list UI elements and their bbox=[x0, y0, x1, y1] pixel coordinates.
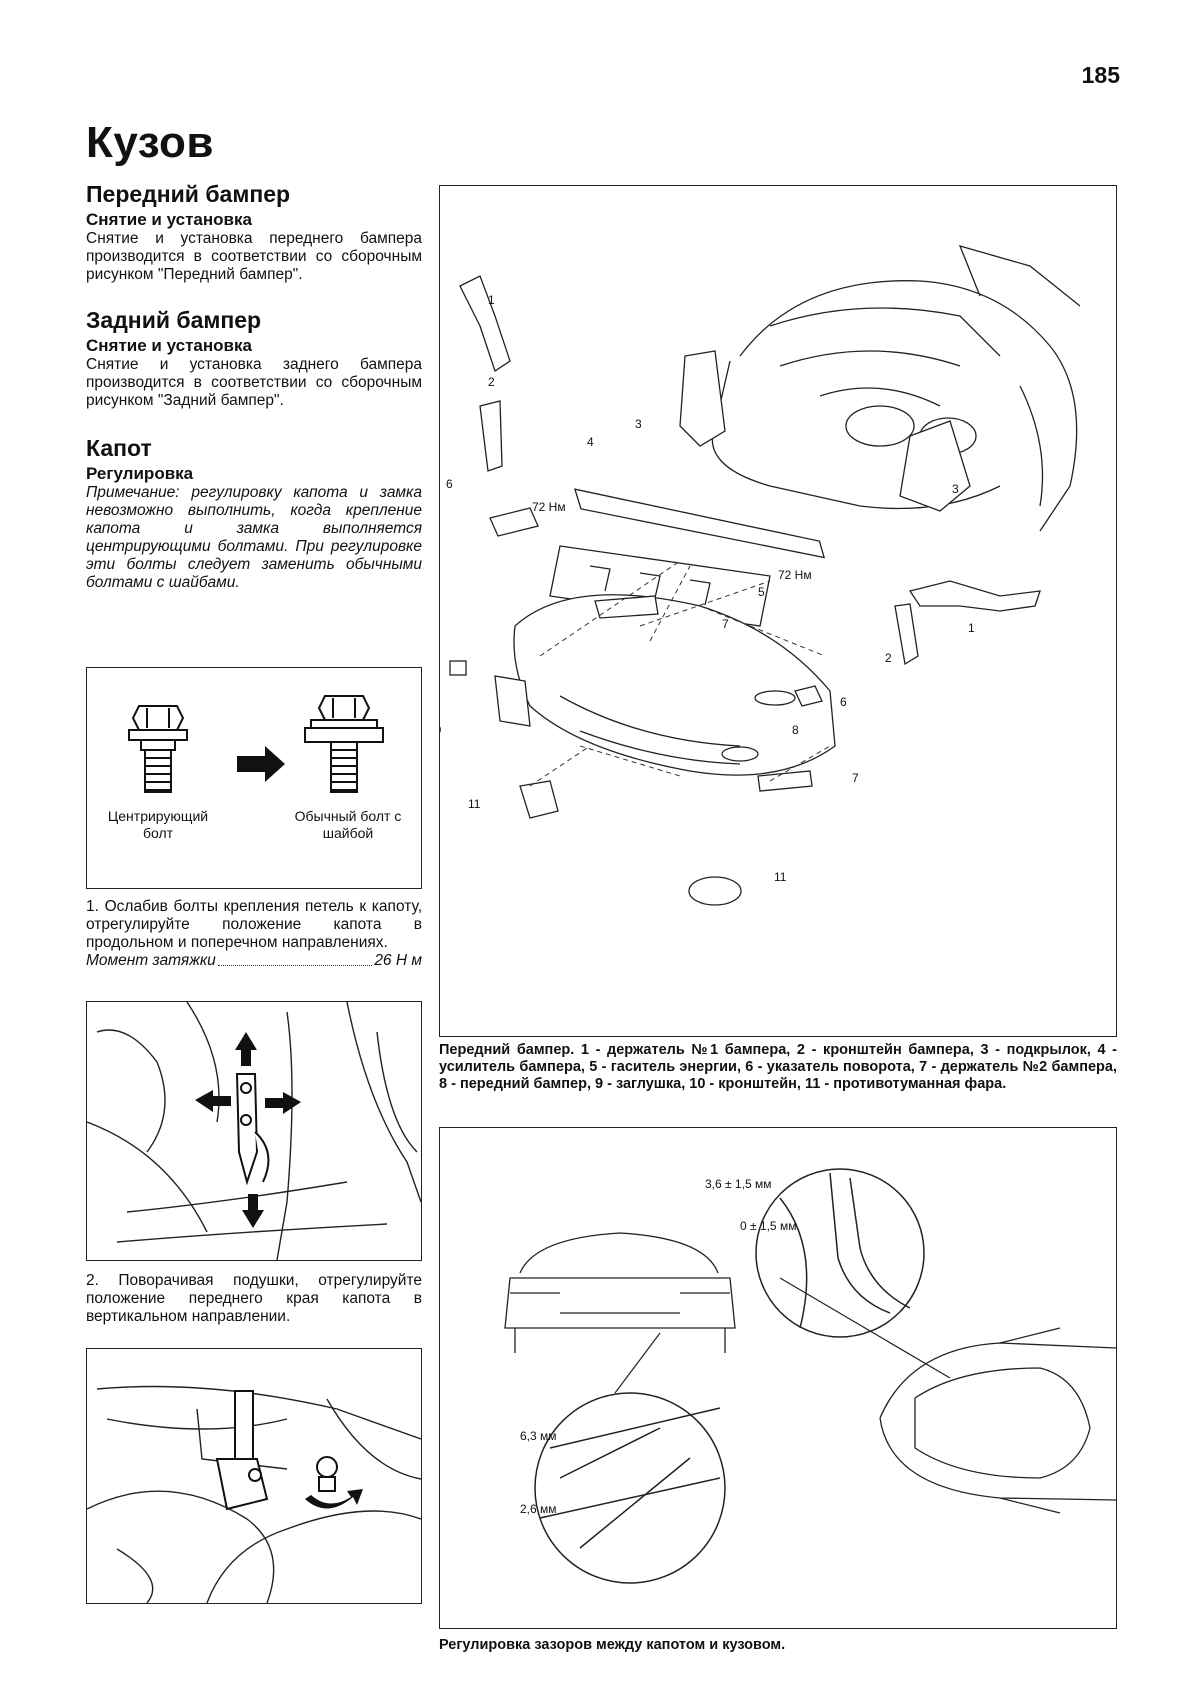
step2-text: 2. Поворачивая подушки, отрегулируйте по… bbox=[86, 1272, 422, 1325]
detail-circle-bottom bbox=[534, 1392, 726, 1584]
torque-callout-b: 72 Нм bbox=[778, 568, 812, 582]
bumper-parts bbox=[449, 275, 1041, 906]
dim-3-6: 3,6 ± 1,5 мм bbox=[705, 1177, 771, 1191]
callout-5: 5 bbox=[758, 585, 765, 599]
callout-4: 4 bbox=[587, 435, 594, 449]
regular-bolt-label: Обычный болт с шайбой bbox=[294, 808, 402, 841]
front-bumper-text: Снятие и установка переднего бампера про… bbox=[86, 230, 422, 283]
car-front-outline bbox=[711, 245, 1081, 532]
detail-circle-top bbox=[755, 1168, 925, 1338]
callout-3b: 3 bbox=[952, 482, 959, 496]
centering-bolt-label: Центрирующий болт bbox=[107, 808, 209, 841]
front-bumper-heading: Передний бампер bbox=[86, 181, 291, 207]
rear-bumper-subheading: Снятие и установка bbox=[86, 336, 252, 355]
assembly-guide-lines bbox=[529, 560, 831, 787]
gaps-figure: 3,6 ± 1,5 мм 0 ± 1,5 мм 6,3 мм 2,6 мм bbox=[439, 1127, 1117, 1629]
hinge-bracket-icon bbox=[235, 1073, 270, 1186]
dim-2-6: 2,6 мм bbox=[520, 1502, 557, 1516]
hinge-figure bbox=[86, 1001, 422, 1261]
gap-adjustment-diagram: 3,6 ± 1,5 мм 0 ± 1,5 мм 6,3 мм 2,6 мм bbox=[504, 1168, 1116, 1584]
car-top-view bbox=[879, 1327, 1116, 1514]
hinge-illustration bbox=[87, 1002, 421, 1260]
car-front-view bbox=[504, 1232, 736, 1353]
cushion-illustration bbox=[87, 1385, 421, 1603]
cushion-icon bbox=[215, 1390, 338, 1511]
bumper-exploded-diagram: 1 2 3 4 6 5 7 9 3 1 2 6 8 10 7 11 11 72 … bbox=[440, 245, 1081, 906]
callout-6a: 6 bbox=[446, 477, 453, 491]
dim-0: 0 ± 1,5 мм bbox=[740, 1219, 796, 1233]
centering-bolt-icon bbox=[128, 705, 188, 793]
callout-2b: 2 bbox=[885, 651, 892, 665]
rear-bumper-heading: Задний бампер bbox=[86, 307, 262, 333]
callout-11a: 11 bbox=[468, 797, 481, 811]
bumper-caption: Передний бампер. 1 - держатель №1 бампер… bbox=[439, 1042, 1117, 1092]
chapter-title: Кузов bbox=[86, 118, 214, 167]
adjust-arrows-icon bbox=[195, 1032, 301, 1228]
callout-6b: 6 bbox=[840, 695, 847, 709]
callout-11b: 11 bbox=[774, 870, 787, 884]
bolts-figure: Центрирующий болт Обычный болт с шайбой bbox=[86, 667, 422, 889]
torque-value: 26 Н м bbox=[374, 952, 422, 969]
bolts-illustration bbox=[128, 695, 384, 793]
torque-callout-a: 72 Нм bbox=[532, 500, 566, 514]
step1-text: 1. Ослабив болты крепления петель к капо… bbox=[86, 898, 422, 951]
callout-7b: 7 bbox=[852, 771, 859, 785]
callout-1a: 1 bbox=[488, 293, 495, 307]
page-number: 185 bbox=[1081, 62, 1120, 88]
callout-7a: 7 bbox=[722, 617, 729, 631]
hood-subheading: Регулировка bbox=[86, 464, 194, 483]
callout-1b: 1 bbox=[968, 621, 975, 635]
rear-bumper-text: Снятие и установка заднего бампера произ… bbox=[86, 356, 422, 409]
callout-10: 10 bbox=[440, 723, 442, 737]
callout-3a: 3 bbox=[635, 417, 642, 431]
cushion-figure bbox=[86, 1348, 422, 1604]
dimension-labels: 3,6 ± 1,5 мм 0 ± 1,5 мм 6,3 мм 2,6 мм bbox=[520, 1177, 796, 1516]
left-column: Передний бампер Снятие и установка Сняти… bbox=[86, 180, 422, 592]
hood-note: Примечание: регулировку капота и замка н… bbox=[86, 484, 422, 591]
arrow-right-icon bbox=[237, 746, 285, 782]
step1-block: 1. Ослабив болты крепления петель к капо… bbox=[86, 898, 422, 970]
hood-heading: Капот bbox=[86, 435, 152, 461]
dim-6-3: 6,3 мм bbox=[520, 1429, 557, 1443]
torque-row: Момент затяжки 26 Н м bbox=[86, 952, 422, 970]
callout-labels: 1 2 3 4 6 5 7 9 3 1 2 6 8 10 7 11 11 72 … bbox=[440, 293, 975, 884]
rotate-arrow-icon bbox=[305, 1489, 363, 1509]
regular-bolt-icon bbox=[304, 695, 384, 793]
callout-2a: 2 bbox=[488, 375, 495, 389]
bumper-figure: 1 2 3 4 6 5 7 9 3 1 2 6 8 10 7 11 11 72 … bbox=[439, 185, 1117, 1037]
gaps-caption: Регулировка зазоров между капотом и кузо… bbox=[439, 1637, 786, 1653]
front-bumper-subheading: Снятие и установка bbox=[86, 210, 252, 229]
step2-block: 2. Поворачивая подушки, отрегулируйте по… bbox=[86, 1272, 422, 1326]
torque-label: Момент затяжки bbox=[86, 952, 216, 969]
callout-8: 8 bbox=[792, 723, 799, 737]
